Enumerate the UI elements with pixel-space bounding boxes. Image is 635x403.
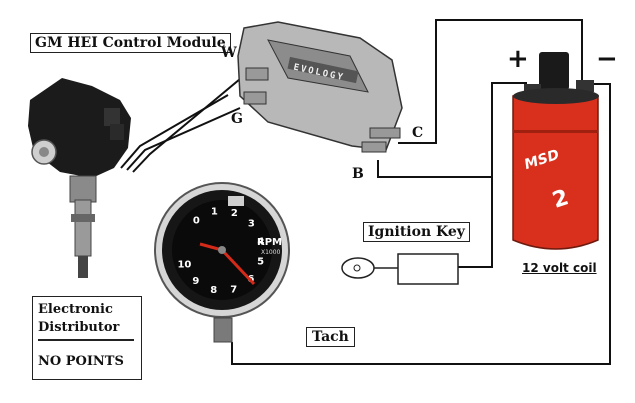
tach-tick-label: 4 [257,236,264,247]
distributor-illustration [28,78,131,278]
tach-tick-label: 8 [210,285,217,296]
tach-tick-label: 10 [177,260,191,271]
distributor-label-line3: NO POINTS [38,354,124,369]
ignition-key-illustration [341,253,459,285]
module-title: GM HEI Control Module [30,33,231,53]
wires [120,19,611,365]
tach-tick-label: 3 [248,219,255,230]
distributor-label-line2: Distributor [38,320,120,335]
coil-label: 12 volt coil [522,261,597,275]
distributor-label-line1: Electronic [38,302,113,317]
wire-w [132,78,241,173]
distributor-label-divider [38,339,134,341]
tach-label: Tach [306,327,355,347]
tach-needles [199,242,256,286]
distributor-label-box: Electronic Distributor NO POINTS [32,296,142,380]
wire-b-to-coil-positive [377,160,492,178]
coil-negative-label: − [596,44,618,74]
wire-key-to-coil-positive [458,82,527,268]
tach-needle-hub [218,246,226,254]
terminal-c-label: C [412,125,424,141]
tach-tick-label: 2 [231,208,238,219]
tachometer-illustration [154,182,290,343]
tach-needle-long [220,248,256,286]
wire-coil-to-tach [231,83,611,365]
coil-illustration [512,52,599,250]
tach-tick-label: 7 [230,284,237,295]
terminal-w-label: W [221,45,237,61]
wire-mid [120,94,229,169]
tach-tick-label: 5 [257,256,264,267]
tach-unit-text: RPM [257,237,282,248]
tach-tick-label: 0 [193,215,200,226]
ignition-key-label: Ignition Key [363,222,470,242]
terminal-b-label: B [352,166,364,182]
tach-sub-text: X1000 [261,249,281,256]
wire-c-to-coil-negative [398,19,583,144]
wire-g [126,107,241,171]
hei-module-illustration [237,21,403,153]
terminal-g-label: G [231,111,243,127]
coil-positive-label: + [507,44,529,74]
tach-tick-label: 9 [192,276,199,287]
tach-tick-label: 1 [211,207,218,218]
ignition-switch-box [397,253,459,285]
